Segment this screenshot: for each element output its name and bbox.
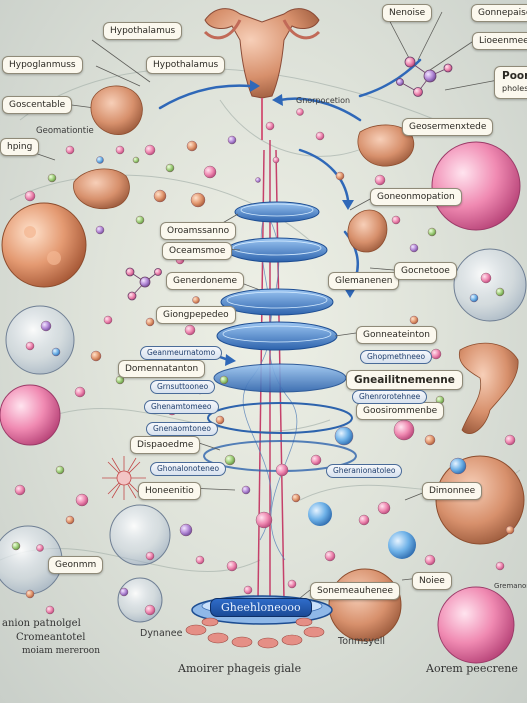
label-gnorpocetion: Gnorpocetion [296, 96, 351, 105]
label-poor: Poor pholes [494, 66, 527, 99]
label-sonemeauhenee: Sonemeauhenee [310, 582, 401, 600]
label-goneonmopation: Goneonmopation [370, 188, 462, 206]
label-anion-patnolgel: anion patnolgel [2, 618, 81, 629]
label-dimonnee: Dimonnee [422, 482, 483, 500]
pill-3: Grnsuttooneo [150, 380, 216, 394]
label-aorem-peecrene: Aorem peecrene [426, 662, 518, 675]
pill-6: Gnenaomtoneo [146, 422, 218, 436]
label-domennatanton: Domennatanton [118, 360, 206, 378]
label-hping: hping [0, 138, 40, 156]
label-dynanee: Dynanee [140, 628, 183, 639]
spiky-cell [102, 456, 146, 500]
label-nenoise: Nenoise [382, 4, 433, 22]
label-glemanenen: Glemanenen [328, 272, 400, 290]
label-gremanone: Gremanone [494, 582, 527, 590]
label-lioeenmee: Lioeenmee [472, 32, 527, 50]
label-geomationtie: Geomationtie [36, 126, 94, 136]
gland-shapes [73, 85, 519, 435]
label-greassimmeme: Gneailitnemenne [346, 370, 463, 390]
label-geonmm: Geonmm [48, 556, 104, 574]
label-gonneateinton: Gonneateinton [356, 326, 437, 344]
pill-4: Ghenrorotehnee [352, 390, 428, 404]
label-gocnetooe: Gocnetooe [394, 262, 457, 280]
label-giongpepedeo: Giongpepedeo [156, 306, 236, 324]
label-poor-sub: pholes [502, 84, 527, 93]
small-molecules [11, 108, 516, 616]
label-hypothalamus-mid: Hypothalamus [146, 56, 226, 74]
label-amoirer-phageis-giale: Amoirer phageis giale [178, 662, 302, 675]
label-tonmsyell: Tonmsyell [338, 636, 385, 647]
large-cells [0, 141, 527, 664]
label-hypoglanmuss: Hypoglanmuss [2, 56, 83, 74]
label-ocemasmoe: Oceamsmoe [162, 242, 233, 260]
label-gonnepaise: Gonnepaise [471, 4, 527, 22]
label-cromeantotel: Cromeantotel [16, 632, 86, 643]
label-noiee: Noiee [412, 572, 452, 590]
pill-1: Geanmeurnatomo [140, 346, 223, 360]
label-geosermenxtede: Geosermenxtede [402, 118, 494, 136]
label-moiam-mereroon: moiam mereroon [22, 646, 101, 656]
pill-5: Ghenamtomeeo [144, 400, 219, 414]
pill-7: Ghonalonoteneo [150, 462, 227, 476]
label-honeenitio: Honeenitio [138, 482, 201, 500]
label-hypothalamus-top: Hypothalamus [103, 22, 183, 40]
label-dispaoedme: Dispaoedme [130, 436, 201, 454]
label-goosirommenbe: Goosirommenbe [356, 402, 445, 420]
molecule-cluster [125, 56, 453, 301]
plate-stack [203, 201, 357, 472]
label-goscentable: Goscentable [2, 96, 73, 114]
label-oroamssanno: Oroamssanno [160, 222, 237, 240]
pill-8: Gheranionatoleo [326, 464, 403, 478]
uterus-organ [203, 8, 321, 140]
label-poor-text: Poor [502, 70, 527, 82]
label-generdoneme: Generdoneme [166, 272, 245, 290]
dish-plate-label: Gheehloneooo [210, 598, 312, 617]
pill-2: Ghopmethneeo [360, 350, 433, 364]
